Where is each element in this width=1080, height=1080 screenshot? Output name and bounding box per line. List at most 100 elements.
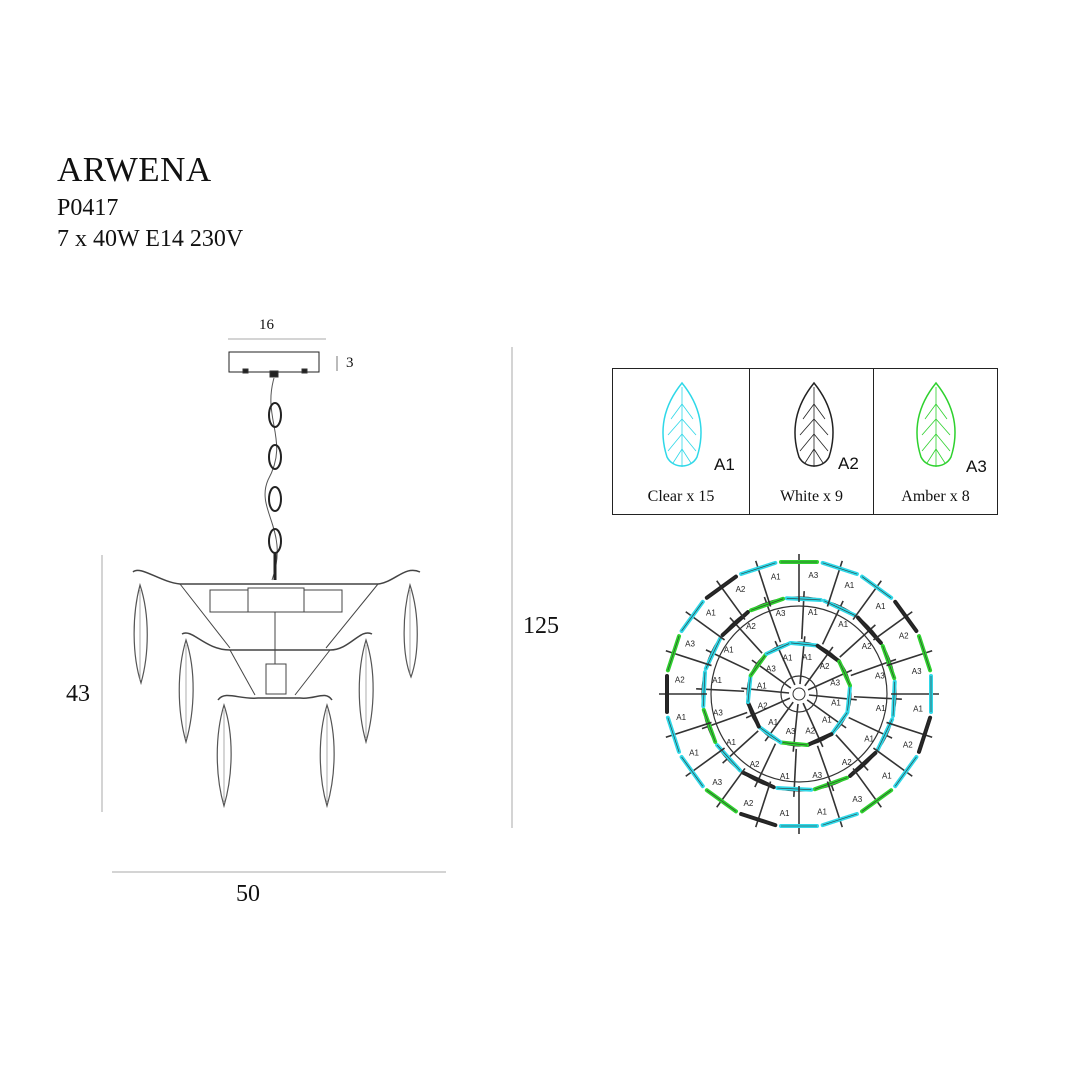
top-leaf-label: A3 [685,640,695,649]
top-leaf-label: A1 [724,646,734,655]
upper-arm [132,569,421,585]
legend-label-clear: Clear x 15 [647,488,715,505]
leaf [133,582,148,686]
top-leaf-label: A3 [776,609,786,618]
dim-width: 50 [236,881,260,907]
chain-link [268,444,282,470]
top-leaf-label: A2 [842,758,852,767]
top-leaf-label: A3 [786,727,796,736]
frame-strut [179,583,231,649]
top-leaf-label: A2 [744,799,754,808]
top-leaf-outline [831,712,848,734]
top-leaf-outline [706,576,737,599]
top-leaf-outline [705,637,721,669]
top-leaf-outline [766,642,791,655]
top-leaf-label: A1 [706,608,716,617]
top-leaf-label: A3 [912,667,922,676]
dim-canopy-width: 16 [259,317,274,333]
top-leaf-outline [807,733,832,746]
middle-ring [710,605,888,783]
chain-link [268,486,282,512]
top-leaf-label: A1 [726,738,736,747]
top-leaf-label: A1 [817,808,827,817]
top-leaf-label: A3 [712,778,722,787]
top-leaf-label: A1 [771,572,781,581]
top-leaf-label: A1 [783,654,793,663]
crystal-legend: A1 Clear x 15 A2 White x 9 [612,368,998,515]
top-leaf-label: A1 [780,809,790,818]
top-leaf-label: A1 [802,653,812,662]
top-leaf-outline [838,661,851,686]
top-leaf-label: A1 [831,698,841,707]
legend-code-a3: A3 [966,457,987,476]
top-leaf-outline [667,717,680,753]
amber-leaf-icon [916,381,956,467]
top-leaf-outline [722,611,749,636]
top-leaf-outline [847,686,851,712]
legend-cell-clear: A1 Clear x 15 [613,369,750,514]
top-leaf-outline [877,719,893,751]
top-leaf-label: A2 [750,760,760,769]
top-leaf-outline [781,742,807,746]
middle-arm [181,632,373,651]
top-leaf-label: A2 [862,642,872,651]
top-leaf-label: A1 [676,713,686,722]
top-leaf-outline [822,562,858,575]
top-leaf-outline [702,672,706,707]
canopy-hook [269,370,279,378]
top-leaf-outline [759,726,781,743]
lamp-holder [247,587,305,613]
top-leaf-label: A3 [875,672,885,681]
top-leaf-label: A1 [876,704,886,713]
top-leaf-label: A2 [758,701,768,710]
top-leaf-outline [740,562,776,575]
top-leaf-label: A2 [903,740,913,749]
white-leaf-icon [794,381,834,467]
top-leaf-label: A1 [780,772,790,781]
top-leaf-label: A2 [820,662,830,671]
legend-label-white: White x 9 [779,488,844,505]
top-leaf-outline [747,702,760,727]
clear-leaf-icon [662,381,702,467]
top-leaf-outline [750,598,784,611]
top-leaf-outline [857,617,882,644]
top-leaf-label: A3 [808,571,818,580]
top-leaf-label: A3 [852,795,862,804]
top-leaf-label: A1 [712,676,722,685]
top-leaf-outline [861,576,892,599]
top-leaf-outline [791,642,817,646]
top-leaf-outline [814,777,848,790]
lower-arm [217,694,333,701]
frame-strut [294,649,331,696]
legend-cell-white: A2 White x 9 [750,369,874,514]
lamp-holder [303,589,343,613]
top-leaf-label: A2 [675,676,685,685]
top-leaf-outline [681,601,704,632]
top-leaf-label: A3 [766,664,776,673]
top-leaf-outline [918,635,931,671]
top-leaf-outline [742,772,774,788]
top-leaf-outline [703,709,716,743]
dim-body-height: 43 [66,681,90,707]
top-leaf-outline [894,601,917,632]
product-spec: 7 x 40W E14 230V [57,226,244,252]
chain-link [268,402,282,428]
top-leaf-label: A2 [899,632,909,641]
top-leaf-label: A3 [830,679,840,688]
top-leaf-label: A1 [768,718,778,727]
top-leaf-outline [817,645,839,662]
top-leaf-outline [777,787,812,791]
canopy-screw [301,368,308,374]
top-leaf-outline [918,717,931,753]
top-leaf-label: A1 [876,602,886,611]
top-leaf-label: A1 [757,682,767,691]
hub [780,675,818,713]
top-leaf-label: A1 [822,716,832,725]
top-leaf-label: A1 [882,772,892,781]
top-leaf-outline [882,645,895,679]
top-leaf-label: A1 [864,734,874,743]
top-leaf-outline [822,813,858,826]
top-leaf-outline [747,676,751,702]
